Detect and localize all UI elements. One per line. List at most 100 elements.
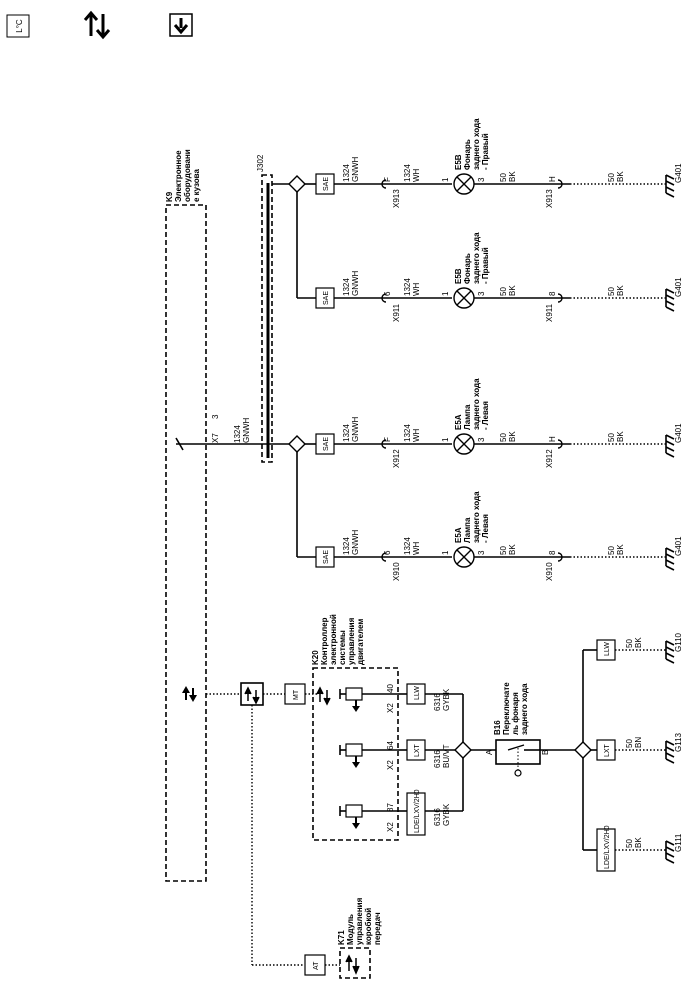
svg-text:L°C: L°C bbox=[15, 19, 24, 33]
svg-text:G401: G401 bbox=[674, 536, 683, 556]
svg-text:K20: K20 bbox=[311, 650, 320, 665]
svg-text:1324: 1324 bbox=[342, 164, 351, 182]
option-box-lxt-ecm: LXT bbox=[406, 739, 426, 761]
svg-text:системы: системы bbox=[338, 630, 347, 665]
svg-text:50: 50 bbox=[607, 546, 616, 555]
svg-text:1324: 1324 bbox=[403, 164, 412, 182]
svg-text:BK: BK bbox=[508, 171, 517, 182]
svg-text:BK: BK bbox=[508, 431, 517, 442]
ecm-input-2 bbox=[339, 687, 398, 712]
svg-text:WH: WH bbox=[412, 428, 421, 442]
svg-text:WH: WH bbox=[412, 168, 421, 182]
svg-text:SAE: SAE bbox=[323, 550, 330, 564]
svg-text:Фонарь: Фонарь bbox=[463, 139, 472, 170]
svg-text:- Правый: - Правый bbox=[481, 247, 490, 284]
svg-text:BK: BK bbox=[634, 837, 643, 848]
location-icon[interactable]: L°C bbox=[6, 14, 30, 38]
wire-gnwh-k9: GNWH bbox=[242, 417, 251, 443]
svg-text:50: 50 bbox=[499, 433, 508, 442]
svg-text:GYBK: GYBK bbox=[442, 803, 451, 826]
module-k9-name-1: Электронное bbox=[174, 150, 183, 202]
option-box-at: AT bbox=[304, 954, 326, 976]
wire-1324-k9: 1324 bbox=[233, 425, 242, 443]
svg-text:8: 8 bbox=[548, 291, 557, 296]
svg-text:1324: 1324 bbox=[403, 424, 412, 442]
svg-text:87: 87 bbox=[386, 803, 395, 812]
lamp-icon bbox=[453, 546, 475, 568]
svg-text:H: H bbox=[548, 176, 557, 182]
svg-text:заднего хода: заднего хода bbox=[472, 232, 481, 284]
svg-text:LDE/LXV/2H0: LDE/LXV/2H0 bbox=[604, 825, 611, 869]
svg-text:50: 50 bbox=[607, 433, 616, 442]
ground-icon bbox=[665, 640, 675, 664]
svg-text:3: 3 bbox=[477, 550, 486, 555]
svg-text:50: 50 bbox=[625, 639, 634, 648]
module-k9-name-3: е кузова bbox=[192, 169, 201, 202]
svg-text:ль фонаря: ль фонаря bbox=[511, 692, 520, 735]
svg-text:X2: X2 bbox=[386, 703, 395, 713]
ecm-input-3 bbox=[339, 743, 398, 768]
svg-text:X913: X913 bbox=[545, 189, 554, 208]
connector-x7: X7 bbox=[211, 433, 220, 443]
ground-icon bbox=[665, 740, 675, 764]
svg-text:H: H bbox=[548, 436, 557, 442]
svg-text:передач: передач bbox=[373, 912, 382, 945]
svg-text:X912: X912 bbox=[392, 449, 401, 468]
svg-text:G110: G110 bbox=[674, 632, 683, 652]
splice-diamond-upper bbox=[288, 175, 306, 193]
svg-text:AT: AT bbox=[313, 961, 320, 970]
svg-text:двигателем: двигателем bbox=[356, 619, 365, 665]
option-box-llw-ecm: LLW bbox=[406, 683, 426, 705]
svg-text:8: 8 bbox=[548, 550, 557, 555]
svg-text:G401: G401 bbox=[674, 163, 683, 183]
svg-text:LXT: LXT bbox=[414, 743, 421, 757]
svg-text:G401: G401 bbox=[674, 423, 683, 443]
module-k9-name-2: оборудовани bbox=[183, 149, 192, 202]
splice-pack-j302: J302 bbox=[256, 154, 273, 463]
svg-text:заднего хода: заднего хода bbox=[472, 378, 481, 430]
option-box-lxt-ground: LXT bbox=[596, 739, 616, 761]
module-k9-ref: K9 bbox=[165, 191, 174, 202]
option-box-llw-ground: LLW bbox=[596, 639, 616, 661]
svg-text:LXT: LXT bbox=[604, 743, 611, 757]
download-arrow-icon[interactable] bbox=[169, 13, 193, 37]
splice-diamond-ground bbox=[574, 741, 592, 759]
svg-text:LDE/LXV/2H0: LDE/LXV/2H0 bbox=[414, 789, 421, 833]
svg-text:G401: G401 bbox=[674, 277, 683, 297]
svg-text:B16: B16 bbox=[493, 720, 502, 735]
svg-text:1: 1 bbox=[441, 291, 450, 296]
svg-text:BK: BK bbox=[508, 544, 517, 555]
svg-text:E5A: E5A bbox=[454, 527, 463, 543]
svg-text:Контроллер: Контроллер bbox=[320, 617, 329, 665]
module-k20: K20 Контроллер электронной системы управ… bbox=[311, 614, 399, 841]
svg-text:1324: 1324 bbox=[403, 278, 412, 296]
svg-text:SAE: SAE bbox=[323, 437, 330, 451]
svg-text:E5B: E5B bbox=[454, 154, 463, 170]
svg-text:1: 1 bbox=[441, 177, 450, 182]
svg-text:BK: BK bbox=[634, 637, 643, 648]
svg-text:G113: G113 bbox=[674, 732, 683, 752]
svg-text:1324: 1324 bbox=[342, 424, 351, 442]
option-box-ldx-ground: LDE/LXV/2H0 bbox=[596, 825, 616, 872]
svg-text:- Правый: - Правый bbox=[481, 133, 490, 170]
svg-text:BN: BN bbox=[634, 737, 643, 748]
svg-text:Переключате: Переключате bbox=[502, 682, 511, 735]
svg-text:LLW: LLW bbox=[414, 686, 421, 700]
module-k71: AT K71 Модуль управления коробкой переда… bbox=[304, 897, 382, 979]
splice-diamond-lower bbox=[288, 435, 306, 453]
svg-text:50: 50 bbox=[625, 839, 634, 848]
connector-swap-icon[interactable] bbox=[83, 10, 111, 40]
svg-text:6316: 6316 bbox=[433, 693, 442, 711]
splice-diamond-ecm bbox=[454, 741, 472, 759]
switch-b16: A B B16 Переключате ль фонаря заднего хо… bbox=[485, 682, 550, 777]
svg-text:50: 50 bbox=[607, 173, 616, 182]
serial-data-gateway bbox=[240, 682, 264, 706]
module-k9: K9 Электронное оборудовани е кузова X7 3… bbox=[165, 149, 251, 882]
lamp-icon bbox=[453, 173, 475, 195]
svg-text:X913: X913 bbox=[392, 189, 401, 208]
svg-text:WH: WH bbox=[412, 541, 421, 555]
